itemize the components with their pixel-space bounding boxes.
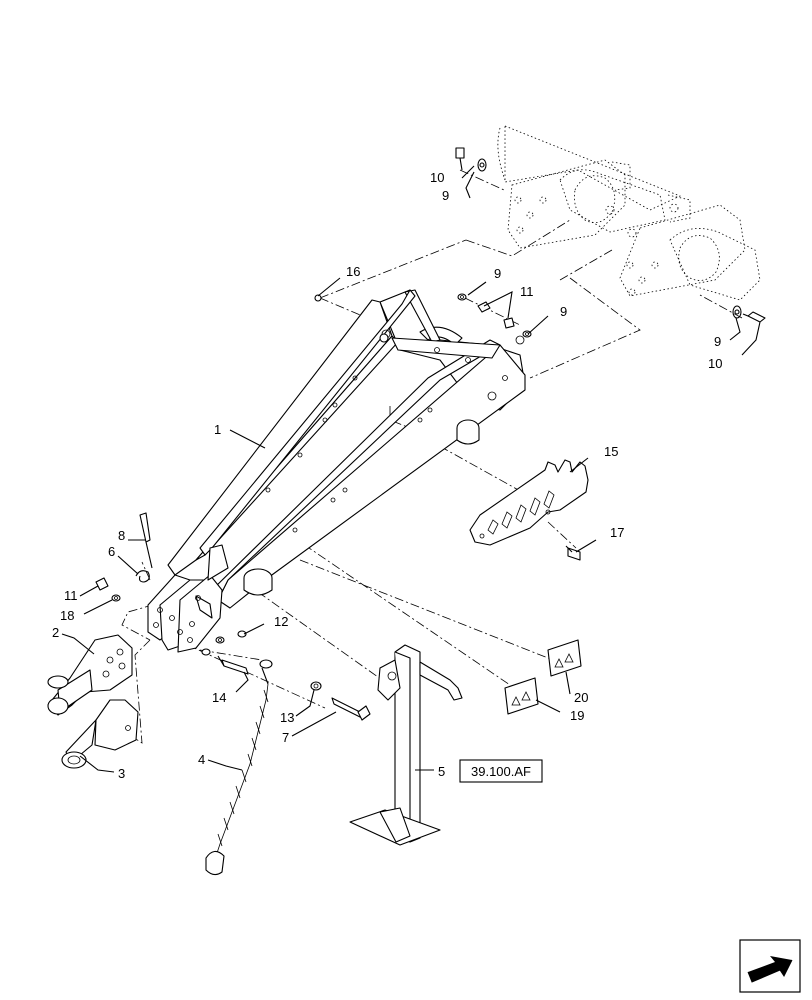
callout-20: 20 <box>574 690 588 705</box>
hitch-clevis-2 <box>47 634 133 716</box>
callout-7: 7 <box>282 730 289 745</box>
callout-4: 4 <box>198 752 205 767</box>
clip-6 <box>135 570 150 583</box>
callout-labels: 1 2 3 4 5 6 7 8 9 9 9 9 10 10 11 11 12 1… <box>52 170 722 781</box>
leader-lines <box>61 165 761 773</box>
bolt-7-set <box>310 681 371 721</box>
decal-19 <box>504 677 539 715</box>
callout-5: 5 <box>438 764 445 779</box>
jack-stand-5 <box>349 644 463 846</box>
nut-washer-left <box>95 577 121 602</box>
axle-assembly-ghost <box>497 125 761 301</box>
callout-9-upper-mid: 9 <box>494 266 501 281</box>
callout-9-top: 9 <box>442 188 449 203</box>
bolt-14-set <box>201 630 249 675</box>
callout-15: 15 <box>604 444 618 459</box>
callout-19: 19 <box>570 708 584 723</box>
callout-11-left: 11 <box>64 588 78 603</box>
callout-14: 14 <box>212 690 226 705</box>
slotted-plate-15 <box>469 459 589 546</box>
callout-2: 2 <box>52 625 59 640</box>
safety-chain-4 <box>205 659 273 876</box>
callout-17: 17 <box>610 525 624 540</box>
eye-hitch-3 <box>61 699 139 769</box>
decal-20 <box>547 639 582 677</box>
callout-11-top: 11 <box>520 284 534 299</box>
callout-9-right: 9 <box>714 334 721 349</box>
callout-6: 6 <box>108 544 115 559</box>
callout-8: 8 <box>118 528 125 543</box>
next-page-arrow-icon[interactable] <box>739 939 801 993</box>
bolt-10-top <box>455 147 487 172</box>
lynch-pin-8 <box>139 512 153 569</box>
callout-13: 13 <box>280 710 294 725</box>
callout-16: 16 <box>346 264 360 279</box>
callout-12: 12 <box>274 614 288 629</box>
drawbar-frame <box>147 289 526 653</box>
callout-10-right: 10 <box>708 356 722 371</box>
callout-3: 3 <box>118 766 125 781</box>
bolt-10-right <box>732 305 766 323</box>
callout-10-top: 10 <box>430 170 444 185</box>
callout-1: 1 <box>214 422 221 437</box>
callout-18: 18 <box>60 608 74 623</box>
reference-link[interactable]: 39.100.AF <box>459 759 543 783</box>
callout-9-right-mid: 9 <box>560 304 567 319</box>
reference-label: 39.100.AF <box>471 764 531 779</box>
bolt-17 <box>565 545 581 561</box>
